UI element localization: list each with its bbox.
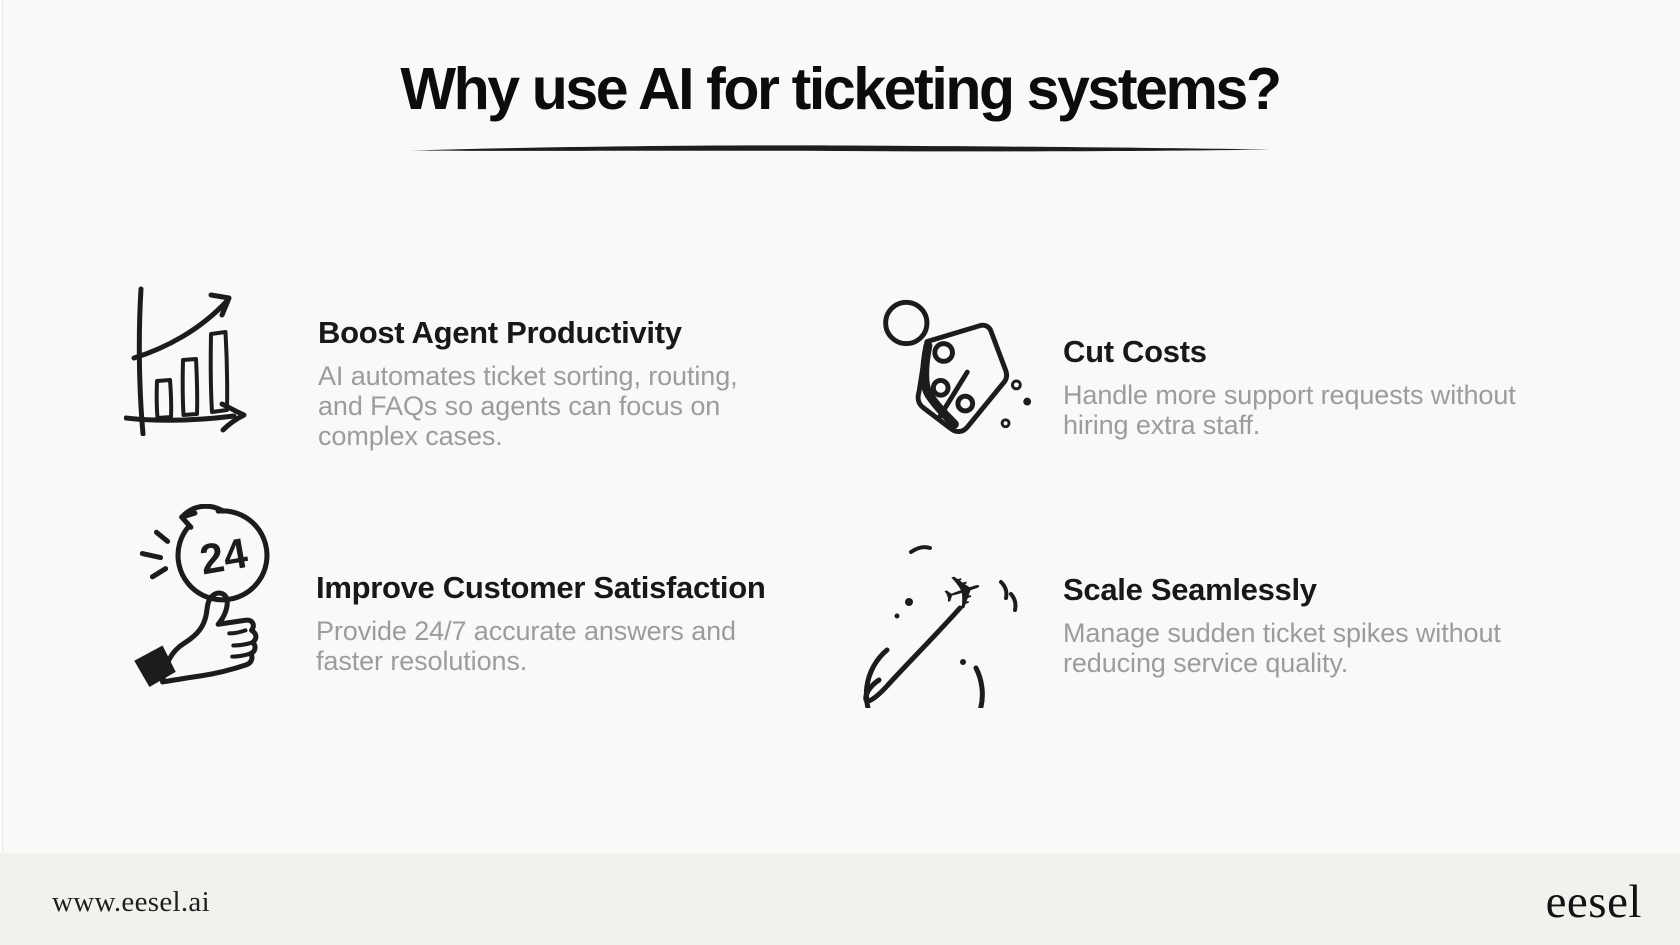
growth-chart-icon [124,284,274,436]
price-tag-percent-icon [866,296,1038,462]
footer-website-url: www.eesel.ai [52,885,210,918]
feature-description: AI automates ticket sorting, routing, an… [318,361,738,451]
feature-title: Improve Customer Satisfaction [316,570,766,605]
clock-badge-label: 24 [196,529,251,584]
feature-title: Scale Seamlessly [1063,572,1317,607]
feature-title: Cut Costs [1063,334,1207,369]
feature-title: Boost Agent Productivity [318,315,682,350]
feature-cut-costs: Cut Costs Handle more support requests w… [1063,333,1516,440]
left-edge-strip [0,0,3,945]
feature-description: Manage sudden ticket spikes without redu… [1063,618,1501,678]
feature-boost-productivity: Boost Agent Productivity AI automates ti… [318,314,738,451]
feature-improve-satisfaction: Improve Customer Satisfaction Provide 24… [316,569,766,676]
thumbs-up-24-7-icon: 24 [122,504,282,688]
eesel-logo: eesel [1545,876,1642,928]
footer-bar: www.eesel.ai eesel [0,853,1680,945]
page-title: Why use AI for ticketing systems? [400,56,1282,122]
feature-description: Handle more support requests without hir… [1063,380,1516,440]
plane-glyph: ✈ [935,560,991,626]
title-underline [411,145,1269,152]
feature-scale-seamlessly: Scale Seamlessly Manage sudden ticket sp… [1063,571,1501,678]
plane-globe-icon: ✈ [858,544,1032,708]
feature-description: Provide 24/7 accurate answers and faster… [316,616,736,676]
